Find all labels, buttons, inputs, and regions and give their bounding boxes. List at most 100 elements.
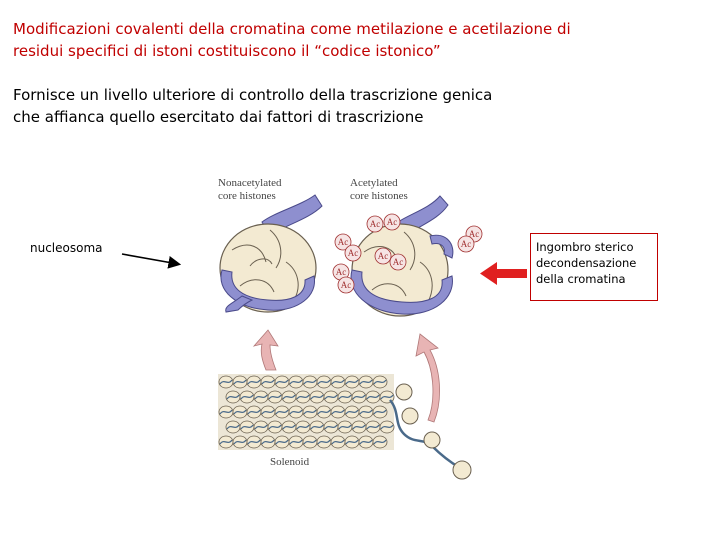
solenoid-dna-segment: [219, 409, 233, 415]
red-arrow-icon: [480, 262, 527, 285]
caption-nonacetylated: Nonacetylated core histones: [218, 177, 282, 203]
caption-acetylated-line-1: Acetylated: [350, 177, 398, 189]
acetyl-tags: Ac Ac Ac Ac Ac Ac Ac Ac Ac Ac: [332, 213, 483, 294]
ac-tag: Ac: [374, 247, 392, 265]
pink-arrow-right: [415, 333, 440, 423]
solenoid-dna-segment: [240, 394, 254, 400]
caption-nonacetylated-line-2: core histones: [218, 190, 276, 202]
solenoid-dna-segment: [331, 439, 345, 445]
solenoid-dna-segment: [289, 439, 303, 445]
solenoid-dna-segment: [380, 394, 394, 400]
solenoid-dna-segment: [303, 379, 317, 385]
solenoid-dna-segment: [275, 409, 289, 415]
solenoid-dna-segment: [345, 379, 359, 385]
solenoid-dna-segment: [282, 424, 296, 430]
solenoid-dna-segment: [219, 439, 233, 445]
caption-acetylated-line-2: core histones: [350, 190, 408, 202]
solenoid-dna-segment: [219, 379, 233, 385]
caption-nonacetylated-line-1: Nonacetylated: [218, 177, 282, 189]
pink-arrow-left: [252, 329, 279, 371]
solenoid-dna-segment: [310, 424, 324, 430]
solenoid-dna-segment: [324, 394, 338, 400]
solenoid-dna-segment: [289, 379, 303, 385]
intro-line-1: Fornisce un livello ulteriore di control…: [13, 86, 493, 104]
slide-title: Modificazioni covalenti della cromatina …: [13, 20, 571, 60]
solenoid-dna-segment: [247, 439, 261, 445]
solenoid-dna-segment: [261, 379, 275, 385]
solenoid-dna-segment: [282, 394, 296, 400]
intro-line-2: che affianca quello esercitato dai fatto…: [13, 108, 424, 126]
solenoid-dna-segment: [303, 409, 317, 415]
solenoid-dna-segment: [324, 424, 338, 430]
svg-text:Ac: Ac: [387, 217, 398, 227]
solenoid-dna-segment: [331, 379, 345, 385]
solenoid-dna-segment: [247, 379, 261, 385]
svg-text:Ac: Ac: [378, 251, 389, 261]
svg-text:Ac: Ac: [370, 219, 381, 229]
solenoid-dna-segment: [289, 409, 303, 415]
note-line-2: decondensazione: [536, 256, 637, 270]
solenoid-dna-segment: [296, 394, 310, 400]
ac-tag: Ac: [334, 233, 352, 251]
note-line-3: della cromatina: [536, 272, 626, 286]
ac-tag: Ac: [366, 215, 384, 233]
svg-text:Ac: Ac: [469, 229, 480, 239]
solenoid-dna-segment: [247, 409, 261, 415]
solenoid-dna-segment: [310, 394, 324, 400]
solenoid-dna-segment: [240, 424, 254, 430]
solenoid-beads: [218, 375, 395, 449]
solenoid-dna-segment: [338, 424, 352, 430]
solenoid-fiber: [218, 374, 472, 480]
solenoid-dna-segment: [380, 424, 394, 430]
solenoid-dna-segment: [268, 424, 282, 430]
intro-text: Fornisce un livello ulteriore di control…: [13, 84, 573, 128]
ac-tag: Ac: [383, 213, 401, 231]
note-line-1: Ingombro sterico: [536, 240, 634, 254]
svg-text:Ac: Ac: [348, 248, 359, 258]
svg-text:Ac: Ac: [341, 280, 352, 290]
solenoid-dna-segment: [226, 424, 240, 430]
solenoid-dna-segment: [261, 409, 275, 415]
solenoid-dna-segment: [373, 409, 387, 415]
solenoid-dna-segment: [317, 409, 331, 415]
nucleosome-nonacetylated: [219, 194, 323, 313]
solenoid-dna-segment: [296, 424, 310, 430]
solenoid-dna-segment: [226, 394, 240, 400]
solenoid-dna-segment: [233, 439, 247, 445]
unraveling-nucleosomes: [395, 383, 472, 480]
nucleosoma-pointer-arrow: [121, 253, 182, 269]
ac-tag: Ac: [457, 235, 475, 253]
solenoid-dna-segment: [261, 439, 275, 445]
solenoid-dna-segment: [275, 379, 289, 385]
solenoid-dna-segment: [352, 394, 366, 400]
svg-text:Ac: Ac: [461, 239, 472, 249]
svg-text:Ac: Ac: [338, 237, 349, 247]
caption-acetylated: Acetylated core histones: [350, 177, 408, 203]
solenoid-dna-segment: [254, 424, 268, 430]
solenoid-dna-segment: [352, 424, 366, 430]
solenoid-dna-segment: [317, 379, 331, 385]
solenoid-dna-segment: [366, 424, 380, 430]
solenoid-dna-segment: [275, 439, 289, 445]
solenoid-dna-segment: [366, 394, 380, 400]
svg-text:Ac: Ac: [336, 267, 347, 277]
ac-tag: Ac: [389, 253, 407, 271]
solenoid-dna-segment: [359, 439, 373, 445]
solenoid-dna-segment: [359, 379, 373, 385]
solenoid-dna-segment: [345, 409, 359, 415]
solenoid-dna-segment: [254, 394, 268, 400]
solenoid-dna-segment: [268, 394, 282, 400]
solenoid-dna-segment: [359, 409, 373, 415]
solenoid-dna-segment: [345, 439, 359, 445]
caption-solenoid: Solenoid: [270, 456, 310, 468]
solenoid-dna-segment: [373, 439, 387, 445]
solenoid-dna-segment: [317, 439, 331, 445]
solenoid-dna-segment: [233, 379, 247, 385]
solenoid-dna-segment: [303, 439, 317, 445]
ac-tag: Ac: [344, 244, 362, 262]
solenoid-dna-segment: [338, 394, 352, 400]
svg-text:Ac: Ac: [393, 257, 404, 267]
nucleosoma-label: nucleosoma: [30, 241, 103, 255]
ac-tag: Ac: [337, 276, 355, 294]
